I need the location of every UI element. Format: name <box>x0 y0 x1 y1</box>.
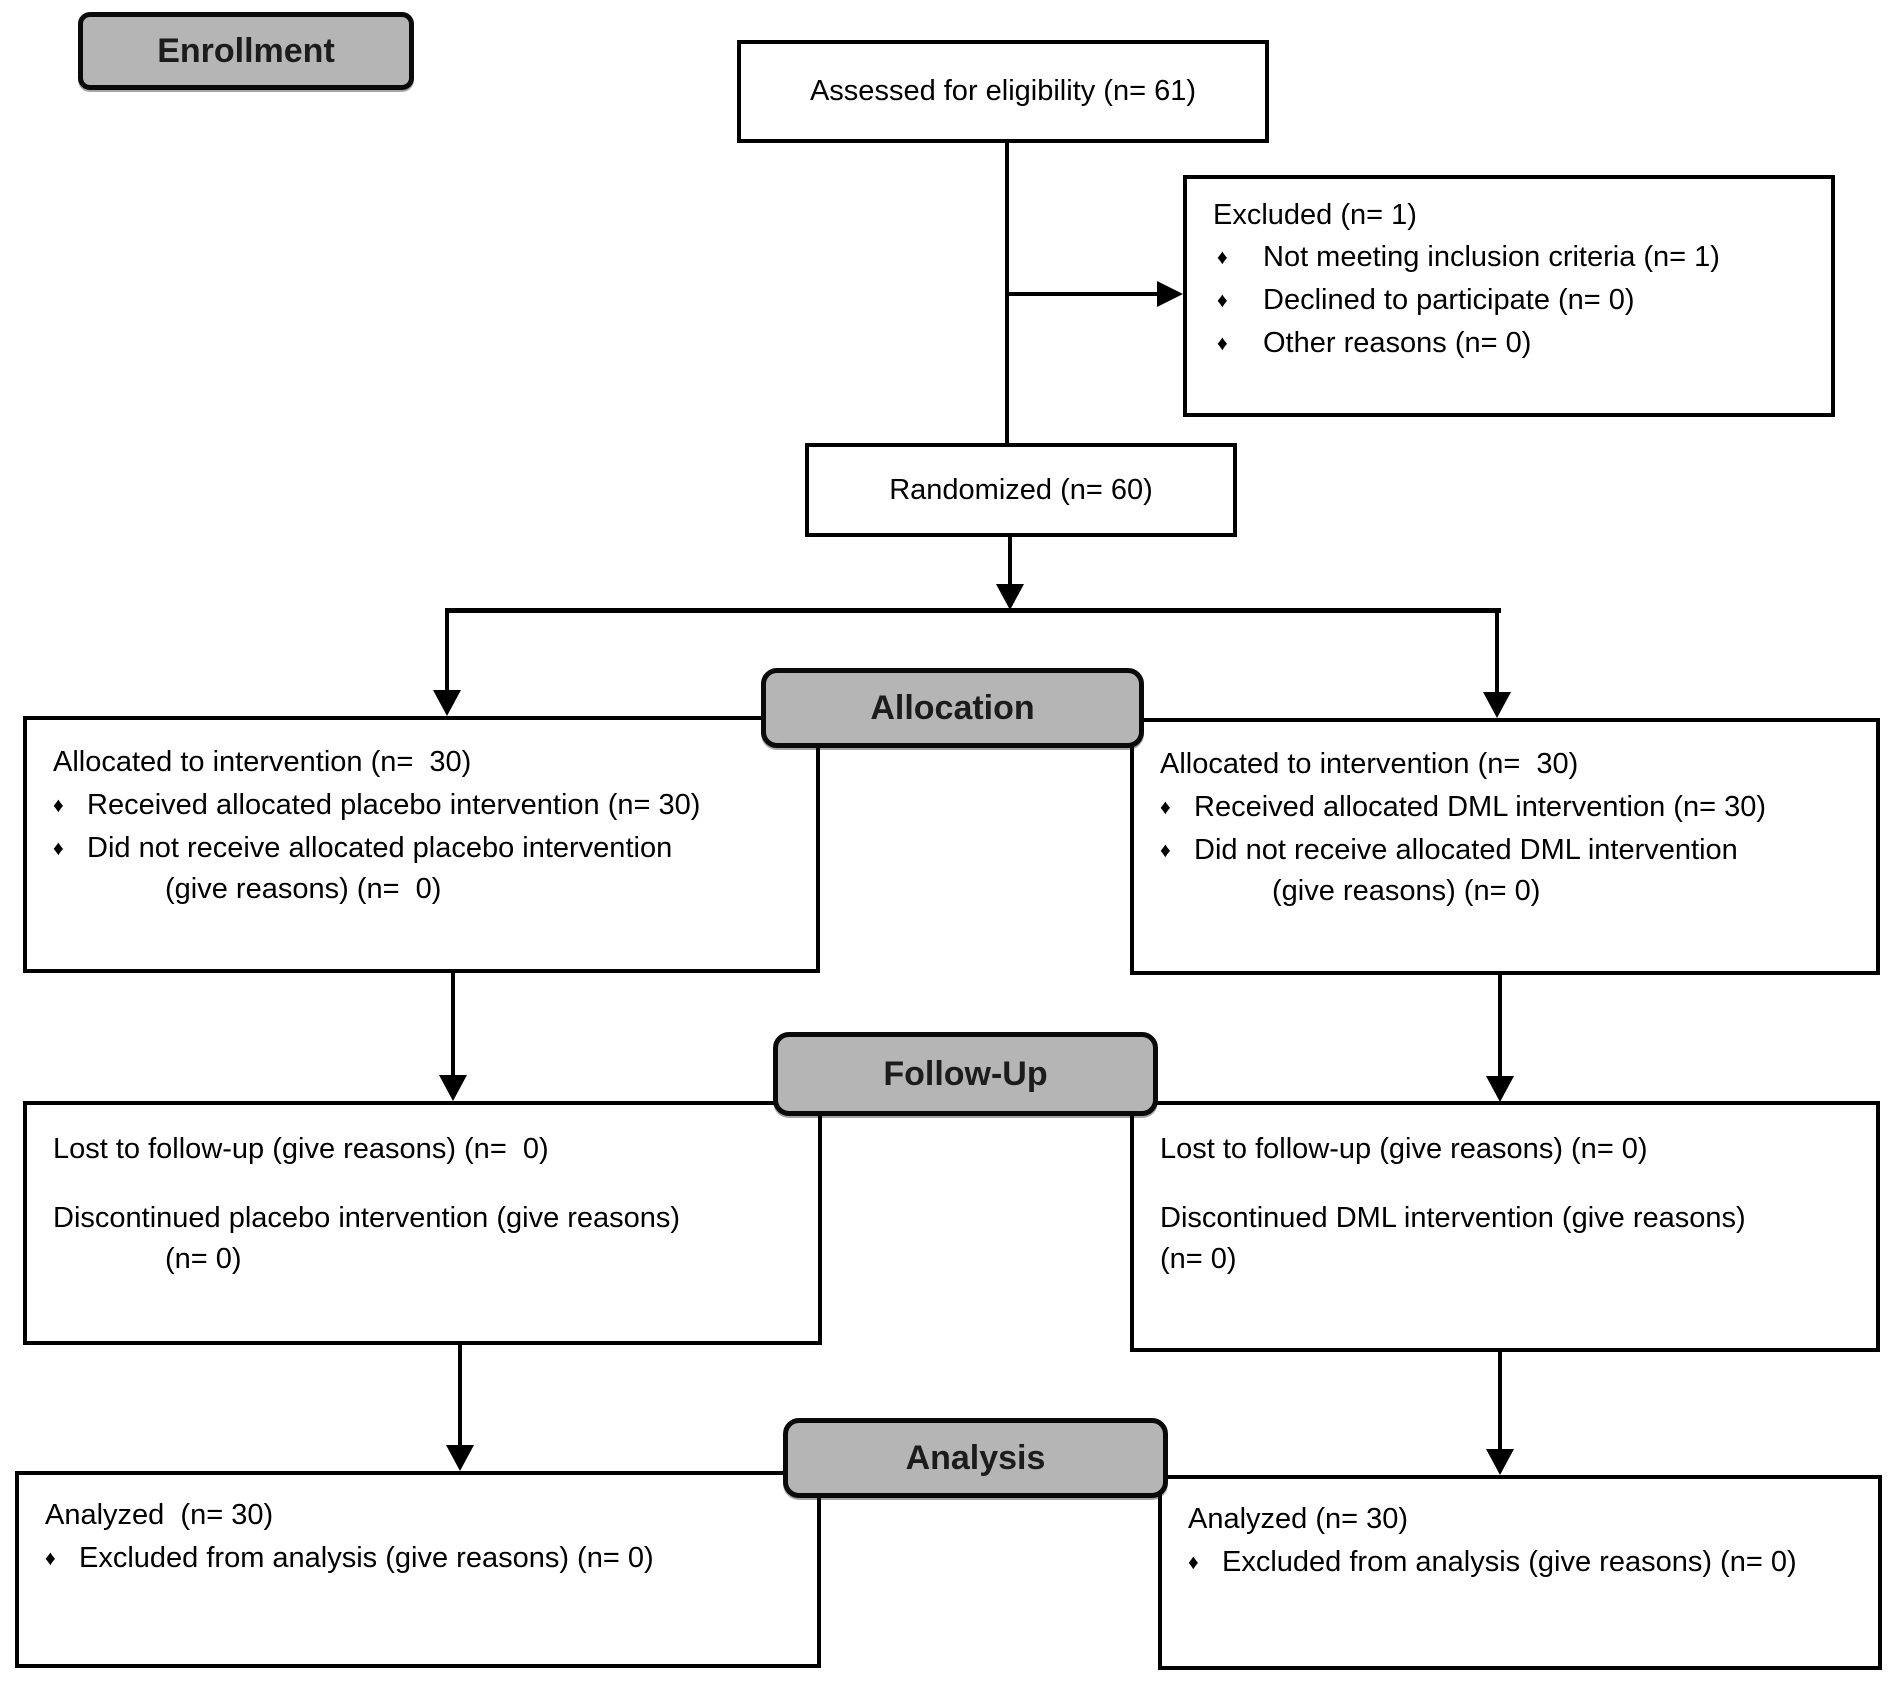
followup-left-box: Lost to follow-up (give reasons) (n= 0) … <box>23 1101 822 1345</box>
followup-left-line3: (n= 0) <box>165 1243 242 1275</box>
allocation-right-title: Allocated to intervention (n= 30) <box>1160 748 1579 780</box>
assessed-box: Assessed for eligibility (n= 61) <box>737 40 1269 143</box>
excluded-box: Excluded (n= 1) ♦ Not meeting inclusion … <box>1183 175 1835 417</box>
allocation-right-bullet-2-text: Did not receive allocated DML interventi… <box>1194 834 1738 866</box>
analysis-right-bullet-1: ♦ Excluded from analysis (give reasons) … <box>1188 1542 1852 1583</box>
bullet-diamond-icon: ♦ <box>1188 1551 1199 1574</box>
bullet-diamond-icon: ♦ <box>53 837 64 860</box>
bullet-diamond-icon: ♦ <box>1160 796 1171 819</box>
connector-randomized-to-split <box>1008 537 1012 587</box>
allocation-right-bullet-1-text: Received allocated DML intervention (n= … <box>1194 791 1766 823</box>
excluded-bullet-3: ♦ Other reasons (n= 0) <box>1213 323 1805 364</box>
bullet-diamond-icon: ♦ <box>1217 289 1228 312</box>
connector-split-to-alloc-right <box>1495 608 1499 692</box>
allocation-left-bullet-1: ♦ Received allocated placebo interventio… <box>53 785 790 826</box>
excluded-bullet-2-text: Declined to participate (n= 0) <box>1263 284 1635 316</box>
analysis-right-bullet-1-text: Excluded from analysis (give reasons) (n… <box>1222 1546 1797 1578</box>
arrowhead-to-followup-left <box>439 1075 467 1101</box>
arrowhead-to-analysis-left <box>446 1445 474 1471</box>
analysis-right-box: Analyzed (n= 30) ♦ Excluded from analysi… <box>1158 1475 1882 1670</box>
stage-badge-enrollment: Enrollment <box>78 12 414 90</box>
followup-left-line2: Discontinued placebo intervention (give … <box>53 1202 681 1234</box>
excluded-bullet-1-text: Not meeting inclusion criteria (n= 1) <box>1263 241 1720 273</box>
arrowhead-to-analysis-right <box>1486 1449 1514 1475</box>
bullet-diamond-icon: ♦ <box>45 1547 56 1570</box>
excluded-title: Excluded (n= 1) <box>1213 199 1417 231</box>
allocation-right-bullet-2: ♦ Did not receive allocated DML interven… <box>1160 830 1850 871</box>
split-line <box>445 608 1501 613</box>
allocation-left-bullet-2-text: Did not receive allocated placebo interv… <box>87 832 673 864</box>
allocation-right-bullet-1: ♦ Received allocated DML intervention (n… <box>1160 787 1850 828</box>
bullet-diamond-icon: ♦ <box>53 794 64 817</box>
arrowhead-to-alloc-right <box>1483 692 1511 718</box>
excluded-bullet-3-text: Other reasons (n= 0) <box>1263 327 1532 359</box>
arrowhead-to-split <box>996 584 1024 610</box>
connector-followup-to-analysis-left <box>458 1345 462 1445</box>
connector-alloc-to-followup-right <box>1498 975 1502 1076</box>
followup-right-line3: (n= 0) <box>1160 1243 1237 1275</box>
arrowhead-to-alloc-left <box>433 690 461 716</box>
analysis-right-title: Analyzed (n= 30) <box>1188 1503 1409 1535</box>
analysis-left-bullet-1-text: Excluded from analysis (give reasons) (n… <box>79 1542 654 1574</box>
analysis-left-title: Analyzed (n= 30) <box>45 1499 274 1531</box>
randomized-text: Randomized (n= 60) <box>889 473 1153 506</box>
connector-alloc-to-followup-left <box>451 973 455 1075</box>
bullet-diamond-icon: ♦ <box>1160 839 1171 862</box>
stage-badge-followup: Follow-Up <box>773 1032 1158 1116</box>
analysis-left-bullet-1: ♦ Excluded from analysis (give reasons) … <box>45 1538 791 1579</box>
followup-right-line1: Lost to follow-up (give reasons) (n= 0) <box>1160 1133 1648 1165</box>
allocation-left-title: Allocated to intervention (n= 30) <box>53 746 472 778</box>
bullet-diamond-icon: ♦ <box>1217 332 1228 355</box>
allocation-left-box: Allocated to intervention (n= 30) ♦ Rece… <box>23 716 820 973</box>
arrowhead-to-followup-right <box>1486 1076 1514 1102</box>
followup-right-box: Lost to follow-up (give reasons) (n= 0) … <box>1130 1101 1880 1352</box>
allocation-right-box: Allocated to intervention (n= 30) ♦ Rece… <box>1130 718 1880 975</box>
followup-right-line2: Discontinued DML intervention (give reas… <box>1160 1202 1746 1234</box>
allocation-left-bullet-1-text: Received allocated placebo intervention … <box>87 789 701 821</box>
allocation-right-continuation: (give reasons) (n= 0) <box>1272 875 1541 907</box>
stage-badge-allocation: Allocation <box>761 668 1144 748</box>
excluded-bullet-1: ♦ Not meeting inclusion criteria (n= 1) <box>1213 237 1805 278</box>
followup-left-line1: Lost to follow-up (give reasons) (n= 0) <box>53 1133 549 1165</box>
allocation-left-continuation: (give reasons) (n= 0) <box>165 873 442 905</box>
connector-followup-to-analysis-right <box>1498 1352 1502 1449</box>
analysis-left-box: Analyzed (n= 30) ♦ Excluded from analysi… <box>15 1471 821 1668</box>
allocation-left-bullet-2: ♦ Did not receive allocated placebo inte… <box>53 828 790 869</box>
bullet-diamond-icon: ♦ <box>1217 246 1228 269</box>
arrowhead-to-excluded <box>1157 281 1183 307</box>
randomized-box: Randomized (n= 60) <box>805 443 1237 537</box>
stage-badge-analysis: Analysis <box>783 1418 1168 1498</box>
assessed-text: Assessed for eligibility (n= 61) <box>809 75 1197 107</box>
connector-split-to-alloc-left <box>445 608 449 690</box>
excluded-bullet-2: ♦ Declined to participate (n= 0) <box>1213 280 1805 321</box>
connector-excluded-branch <box>1007 292 1159 296</box>
